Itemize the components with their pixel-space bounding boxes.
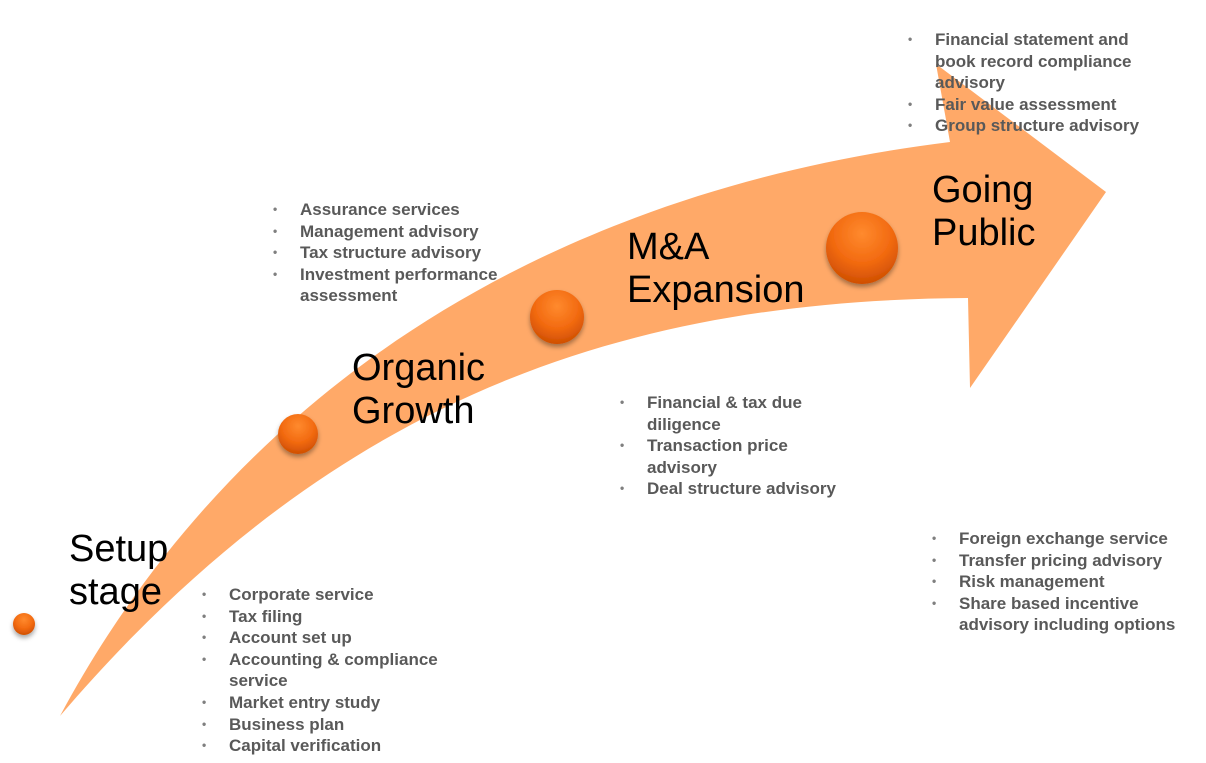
list-item: Accounting & compliance service	[202, 649, 472, 692]
setup-stage-dot	[13, 613, 35, 635]
mna-expansion-label: M&A Expansion	[627, 226, 804, 312]
list-item: Share based incentive advisory including…	[932, 593, 1194, 636]
list-item: Financial statement and book record comp…	[908, 29, 1163, 94]
list-item: Corporate service	[202, 584, 472, 606]
public-bottom-services-list: Foreign exchange service Transfer pricin…	[932, 528, 1194, 636]
list-item: Tax filing	[202, 606, 472, 628]
label-line: Growth	[352, 390, 475, 432]
list-item: Assurance services	[273, 199, 523, 221]
public-top-services-list: Financial statement and book record comp…	[908, 29, 1163, 137]
mna-services-list: Financial & tax due diligence Transactio…	[620, 392, 860, 500]
list-item: Business plan	[202, 714, 472, 736]
list-item: Tax structure advisory	[273, 242, 523, 264]
label-line: Organic	[352, 347, 486, 389]
label-line: M&A	[627, 226, 710, 268]
label-line: Going	[932, 169, 1034, 211]
setup-stage-label: Setup stage	[69, 528, 168, 614]
organic-growth-dot	[278, 414, 318, 454]
setup-services-list: Corporate service Tax filing Account set…	[202, 584, 472, 757]
list-item: Transaction price advisory	[620, 435, 860, 478]
list-item: Foreign exchange service	[932, 528, 1194, 550]
going-public-label: Going Public	[932, 169, 1036, 255]
list-item: Capital verification	[202, 735, 472, 757]
mna-expansion-dot	[530, 290, 584, 344]
going-public-dot	[826, 212, 898, 284]
list-item: Transfer pricing advisory	[932, 550, 1194, 572]
label-line: stage	[69, 571, 162, 613]
list-item: Investment performance assessment	[273, 264, 523, 307]
label-line: Expansion	[627, 269, 805, 311]
list-item: Deal structure advisory	[620, 478, 860, 500]
list-item: Account set up	[202, 627, 472, 649]
label-line: Setup	[69, 528, 169, 570]
organic-growth-label: Organic Growth	[352, 347, 485, 433]
list-item: Group structure advisory	[908, 115, 1163, 137]
list-item: Financial & tax due diligence	[620, 392, 860, 435]
list-item: Risk management	[932, 571, 1194, 593]
organic-services-list: Assurance services Management advisory T…	[273, 199, 523, 307]
label-line: Public	[932, 212, 1036, 254]
list-item: Fair value assessment	[908, 94, 1163, 116]
list-item: Management advisory	[273, 221, 523, 243]
list-item: Market entry study	[202, 692, 472, 714]
